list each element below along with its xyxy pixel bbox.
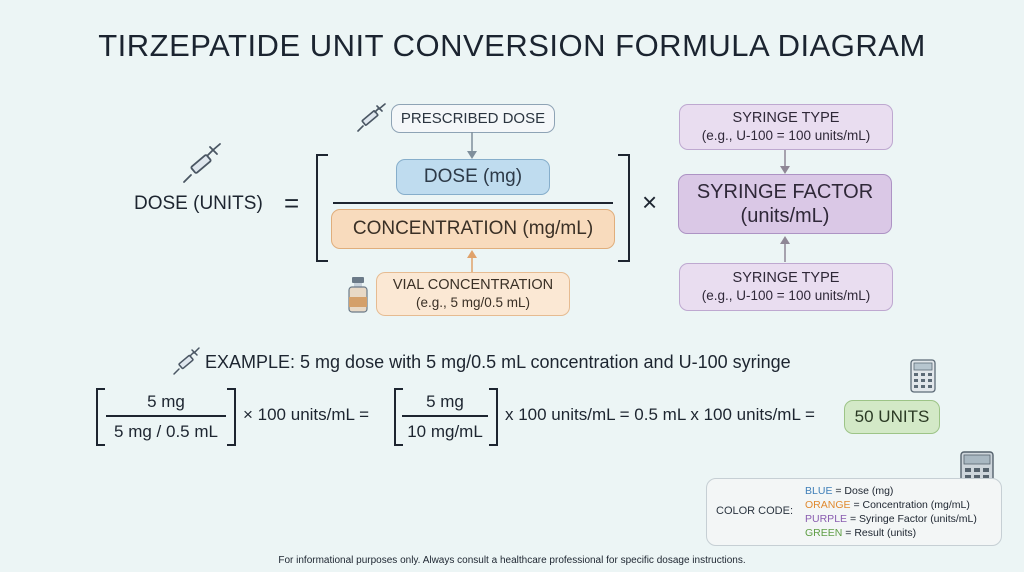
example-right-bracket-2 <box>489 388 498 446</box>
legend-item-blue: BLUE = Dose (mg) <box>805 484 977 498</box>
syringe-factor-title: SYRINGE FACTOR <box>696 181 874 203</box>
legend-item-green: GREEN = Result (units) <box>805 526 977 540</box>
example-step1: × 100 units/mL = <box>243 405 370 424</box>
syringe-factor-box: SYRINGE FACTOR (units/mL) <box>678 174 892 234</box>
example-heading: EXAMPLE: 5 mg dose with 5 mg/0.5 mL conc… <box>205 352 791 372</box>
example-frac1-bar <box>106 415 226 417</box>
dose-mg-label: DOSE (mg) <box>423 165 523 187</box>
example-left-bracket-2 <box>394 388 403 446</box>
example-left-bracket-1 <box>96 388 105 446</box>
syringe-icon <box>183 143 221 183</box>
example-frac1-denominator: 5 mg / 0.5 mL <box>114 422 218 441</box>
example-frac2-bar <box>402 415 488 417</box>
dose-units-label: DOSE (UNITS) <box>134 193 263 214</box>
syringe-type-bottom-title: SYRINGE TYPE <box>732 270 840 287</box>
equals-sign: = <box>284 188 300 218</box>
result-badge: 50 UNITS <box>844 400 940 434</box>
legend-list: BLUE = Dose (mg) ORANGE = Concentration … <box>805 484 977 540</box>
vial-concentration-title: VIAL CONCENTRATION <box>392 277 554 294</box>
disclaimer-footer: For informational purposes only. Always … <box>278 555 746 566</box>
concentration-box: CONCENTRATION (mg/mL) <box>331 209 615 249</box>
left-bracket <box>316 154 328 262</box>
color-legend: COLOR CODE: BLUE = Dose (mg) ORANGE = Co… <box>706 478 1002 546</box>
legend-color-purple: PURPLE <box>805 513 848 525</box>
page-title: TIRZEPATIDE UNIT CONVERSION FORMULA DIAG… <box>98 28 926 63</box>
legend-color-orange: ORANGE <box>805 499 851 511</box>
legend-item-orange: ORANGE = Concentration (mg/mL) <box>805 498 977 512</box>
legend-text-orange: = Concentration (mg/mL) <box>850 499 970 511</box>
legend-text-blue: = Dose (mg) <box>832 485 894 497</box>
syringe-icon <box>357 103 386 132</box>
syringe-icon <box>173 347 200 375</box>
dose-mg-box: DOSE (mg) <box>396 159 550 195</box>
times-sign: × <box>642 187 658 217</box>
prescribed-dose-label: PRESCRIBED DOSE <box>400 109 546 127</box>
legend-color-blue: BLUE <box>805 485 833 497</box>
legend-text-purple: = Syringe Factor (units/mL) <box>847 513 977 525</box>
syringe-type-bottom-box: SYRINGE TYPE (e.g., U-100 = 100 units/mL… <box>679 263 893 311</box>
fraction-bar <box>333 202 613 204</box>
syringe-type-top-box: SYRINGE TYPE (e.g., U-100 = 100 units/mL… <box>679 104 893 150</box>
result-label: 50 UNITS <box>854 406 930 426</box>
example-right-bracket-1 <box>227 388 236 446</box>
example-step2: x 100 units/mL = 0.5 mL x 100 units/mL = <box>505 405 815 424</box>
right-bracket <box>618 154 630 262</box>
vial-concentration-example: (e.g., 5 mg/0.5 mL) <box>415 294 531 310</box>
syringe-factor-unit: (units/mL) <box>740 205 830 227</box>
legend-item-purple: PURPLE = Syringe Factor (units/mL) <box>805 512 977 526</box>
legend-text-green: = Result (units) <box>842 527 917 539</box>
calculator-icon <box>910 359 936 393</box>
example-frac2-denominator: 10 mg/mL <box>407 422 483 441</box>
syringe-type-top-title: SYRINGE TYPE <box>732 110 840 127</box>
concentration-label: CONCENTRATION (mg/mL) <box>352 217 594 239</box>
example-frac2-numerator: 5 mg <box>426 392 464 411</box>
example-frac1-numerator: 5 mg <box>147 392 185 411</box>
vial-concentration-box: VIAL CONCENTRATION (e.g., 5 mg/0.5 mL) <box>376 272 570 316</box>
prescribed-dose-box: PRESCRIBED DOSE <box>391 104 555 133</box>
vial-icon <box>348 277 368 313</box>
legend-label: COLOR CODE: <box>716 505 794 518</box>
syringe-type-top-example: (e.g., U-100 = 100 units/mL) <box>701 127 871 143</box>
legend-color-green: GREEN <box>805 527 843 539</box>
syringe-type-bottom-example: (e.g., U-100 = 100 units/mL) <box>701 287 871 303</box>
